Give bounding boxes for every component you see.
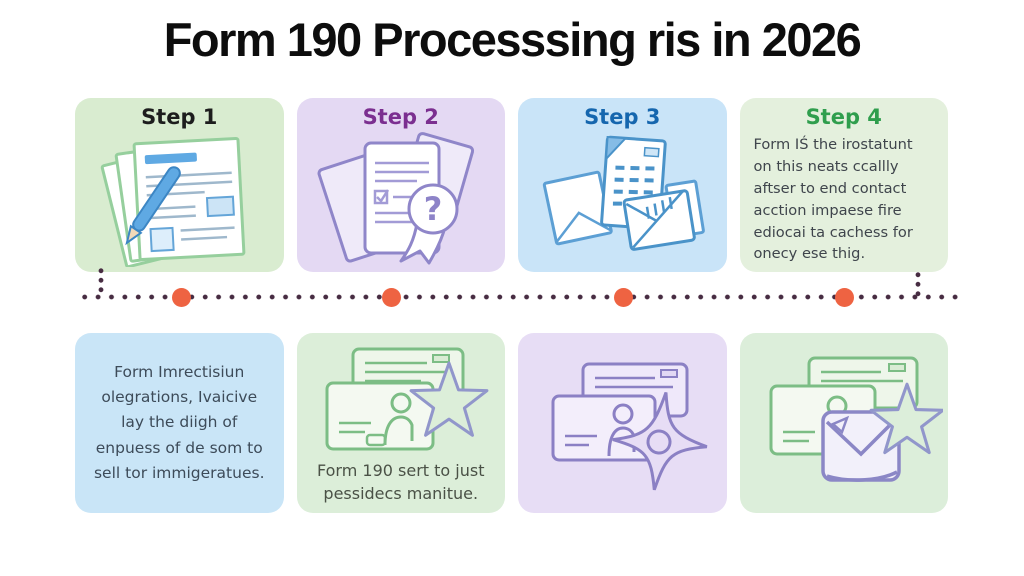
- step-3-card: Step 3: [518, 98, 727, 272]
- timeline-connector-left: [95, 266, 107, 294]
- timeline-milestone-dot-2: [382, 288, 401, 307]
- step-4-label: Step 4: [805, 105, 882, 129]
- detail-card-2: Form 190 sert to just pessidecs manitue.: [296, 333, 505, 513]
- details-row: Form Imrectisiun olegrations, Ivaicive l…: [75, 333, 948, 513]
- timeline-milestone-dot-1: [172, 288, 191, 307]
- id-cards-star-icon: [309, 341, 493, 457]
- step-1-label: Step 1: [141, 105, 218, 129]
- detail-card-4: [739, 333, 948, 513]
- detail-card-1: Form Imrectisiun olegrations, Ivaicive l…: [75, 333, 284, 513]
- step-3-label: Step 3: [584, 105, 661, 129]
- step-4-card: Step 4 Form IŚ the irostatunt on this ne…: [739, 98, 948, 272]
- timeline-milestone-dot-3: [614, 288, 633, 307]
- detail-card-1-text: Form Imrectisiun olegrations, Ivaicive l…: [93, 362, 265, 482]
- cards-burst-icon: [527, 348, 717, 498]
- step-4-body-text: Form IŚ the irostatunt on this neats cca…: [753, 136, 913, 263]
- step-2-label: Step 2: [362, 105, 439, 129]
- timeline-milestone-dot-4: [835, 288, 854, 307]
- step-2-card: Step 2: [296, 98, 505, 272]
- documents-mail-icon: [538, 129, 706, 267]
- step-1-card: Step 1: [75, 98, 284, 272]
- detail-card-2-text: Form 190 sert to just pessidecs manitue.: [317, 460, 485, 503]
- steps-row: Step 1: [75, 98, 948, 272]
- svg-text:?: ?: [423, 190, 442, 228]
- documents-question-icon: ?: [317, 129, 485, 267]
- documents-pen-icon: [95, 129, 263, 267]
- page-title: Form 190 Processsing ris in 2026: [163, 13, 862, 66]
- cards-envelope-star-icon: [745, 348, 943, 498]
- timeline-dotted-line: [78, 291, 958, 303]
- detail-card-3: [518, 333, 727, 513]
